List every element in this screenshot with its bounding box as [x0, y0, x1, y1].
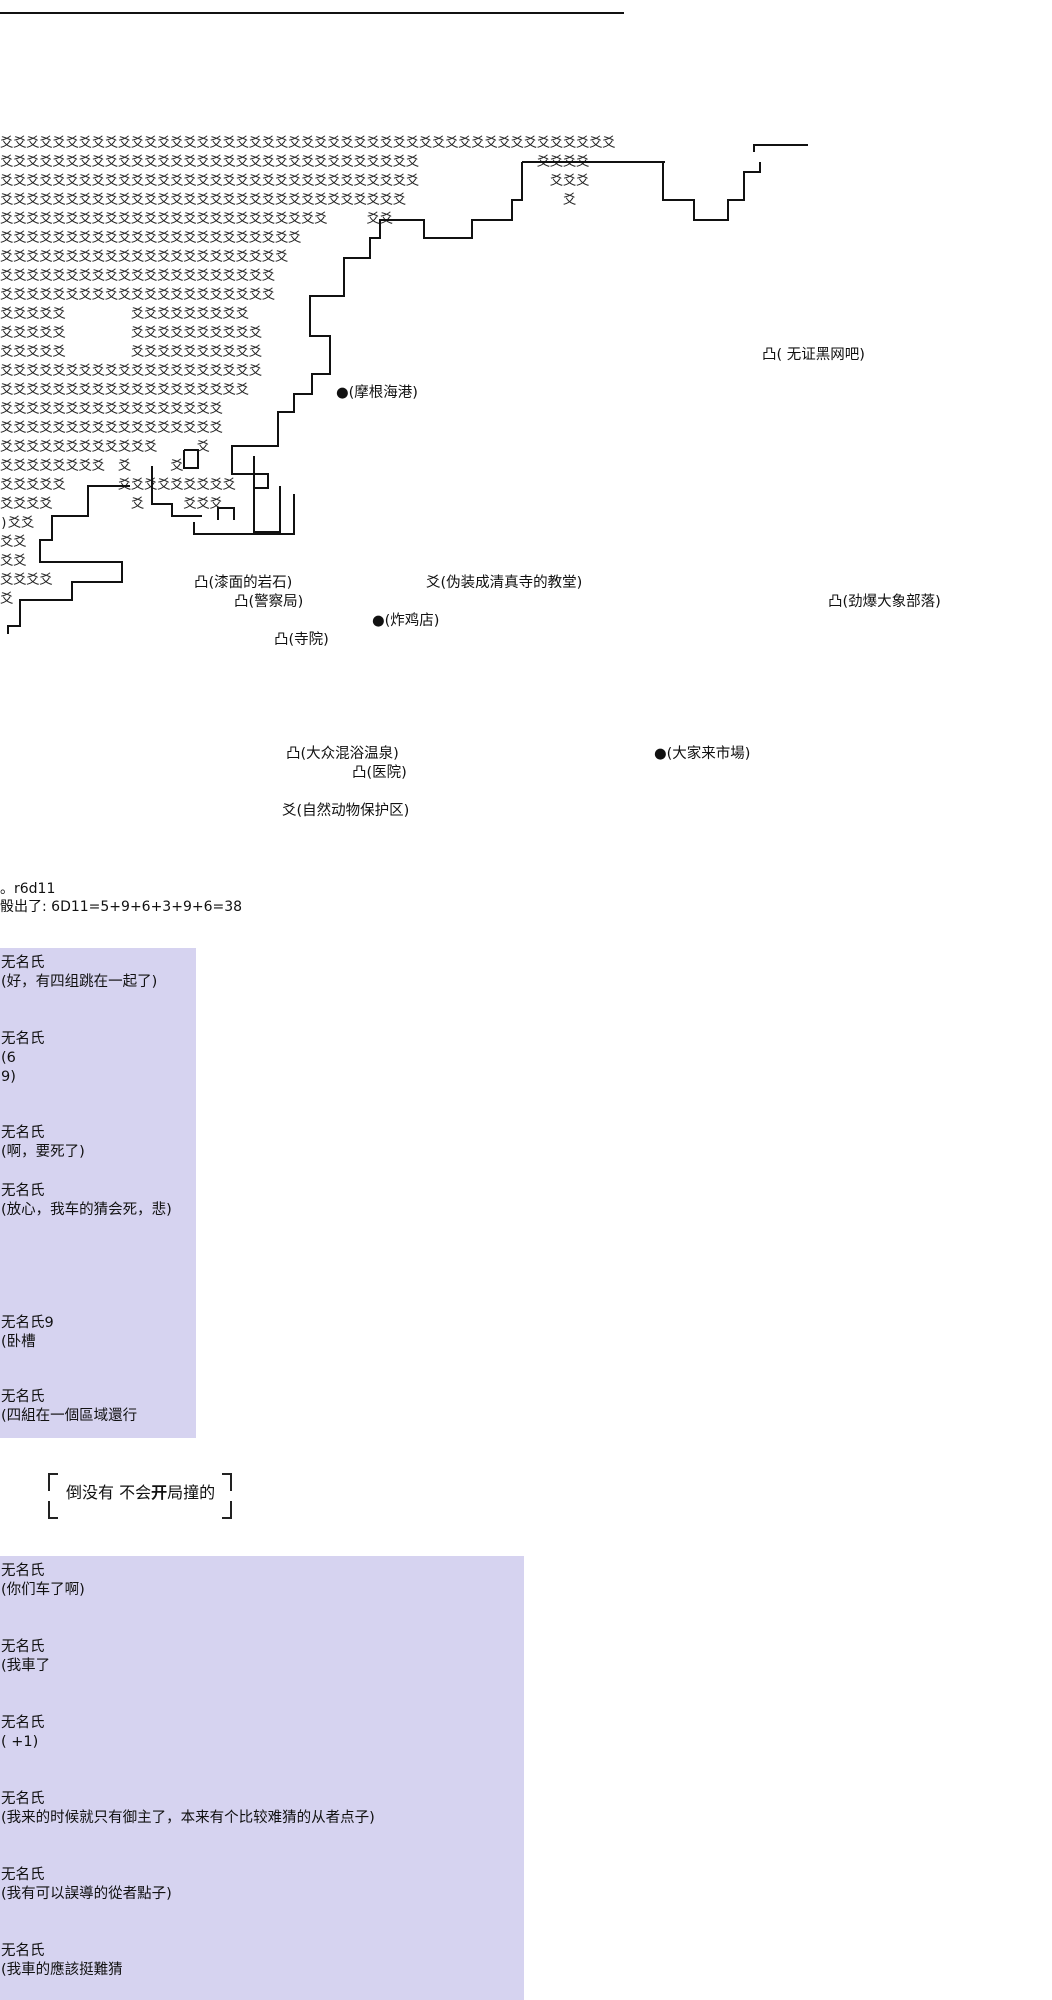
- sfx-text: 倒没有 不会开局撞的: [66, 1483, 216, 1502]
- chat-author: 无名氏: [1, 1183, 45, 1199]
- chat-text: (我車了: [1, 1658, 51, 1674]
- chat-text: (啊，要死了): [1, 1144, 85, 1160]
- chat-author: 无名氏9: [1, 1315, 54, 1331]
- chat-text: (放心，我车的猜会死，悲): [1, 1202, 172, 1218]
- chat-text: (好，有四组跳在一起了): [1, 974, 158, 990]
- label-nature-reserve: 爻(自然动物保护区): [282, 803, 410, 819]
- right-bracket: [222, 1473, 232, 1519]
- chat-message: 无名氏 (放心，我车的猜会死，悲): [1, 1182, 172, 1220]
- chat-text: (我有可以誤導的從者點子): [1, 1886, 172, 1902]
- chat-author: 无名氏: [1, 1715, 45, 1731]
- chat-author: 无名氏: [1, 1389, 45, 1405]
- map-coastline: [7, 144, 808, 634]
- chat-text: (我来的时候就只有御主了，本来有个比较难猜的从者点子): [1, 1810, 375, 1826]
- chat-text: (我車的應該挺難猜: [1, 1962, 123, 1978]
- label-lacquered-rock: 凸(漆面的岩石): [194, 575, 293, 591]
- chat-message: 无名氏 (6 9): [1, 1030, 45, 1087]
- chat-author: 无名氏: [1, 1563, 45, 1579]
- chat-message: 无名氏 (我車的應該挺難猜: [1, 1942, 123, 1980]
- chat-author: 无名氏: [1, 1639, 45, 1655]
- chat-text: (你们车了啊): [1, 1582, 85, 1598]
- chat-author: 无名氏: [1, 1867, 45, 1883]
- chat-text: (四組在一個區域還行: [1, 1408, 138, 1424]
- label-police-station: 凸(警察局): [234, 594, 304, 610]
- label-wuzheng-internet-cafe: 凸( 无证黑网吧): [762, 347, 865, 363]
- chat-message: 无名氏 (我有可以誤導的從者點子): [1, 1866, 172, 1904]
- chat-message: 无名氏 (好，有四组跳在一起了): [1, 954, 157, 992]
- chat-author: 无名氏: [1, 1791, 45, 1807]
- label-fried-chicken-shop: ●(炸鸡店): [372, 613, 440, 629]
- label-hospital: 凸(医院): [352, 765, 407, 781]
- label-elephant-tribe: 凸(劲爆大象部落): [828, 594, 941, 610]
- chat-message: 无名氏9 (卧槽: [1, 1314, 54, 1352]
- chat-message: 无名氏 (我車了: [1, 1638, 50, 1676]
- chat-author: 无名氏: [1, 1943, 45, 1959]
- label-market: ●(大家来市場): [654, 746, 751, 762]
- sfx-bracket-text: 倒没有 不会开局撞的: [48, 1473, 232, 1519]
- chat-message: 无名氏 (我来的时候就只有御主了，本来有个比较难猜的从者点子): [1, 1790, 375, 1828]
- chat-text: 9): [1, 1069, 16, 1085]
- chat-text: ( +1): [1, 1734, 39, 1750]
- chat-message: 无名氏 (你们车了啊): [1, 1562, 85, 1600]
- left-bracket: [48, 1473, 58, 1519]
- top-rule: [0, 12, 624, 14]
- chat-author: 无名氏: [1, 955, 45, 971]
- chat-text: (6: [1, 1050, 16, 1066]
- chat-message: 无名氏 (四組在一個區域還行: [1, 1388, 137, 1426]
- label-mosque-church: 爻(伪装成清真寺的教堂): [426, 575, 583, 591]
- chat-message: 无名氏 ( +1): [1, 1714, 45, 1752]
- dice-result: 骰出了: 6D11=5+9+6+3+9+6=38: [0, 899, 243, 915]
- chat-author: 无名氏: [1, 1031, 45, 1047]
- chat-author: 无名氏: [1, 1125, 45, 1141]
- label-temple: 凸(寺院): [274, 632, 329, 648]
- chat-block-2: 无名氏 (你们车了啊) 无名氏 (我車了 无名氏 ( +1) 无名氏 (我来的时…: [0, 1556, 524, 2000]
- map-ascii-art: 爻爻爻爻爻爻爻爻爻爻爻爻爻爻爻爻爻爻爻爻爻爻爻爻爻爻爻爻爻爻爻爻爻爻爻爻爻爻爻爻…: [0, 136, 616, 607]
- chat-text: (卧槽: [1, 1334, 36, 1350]
- dice-command: 。r6d11: [0, 881, 56, 897]
- label-public-hot-spring: 凸(大众混浴温泉): [286, 746, 399, 762]
- label-morgan-harbor: ●(摩根海港): [336, 385, 418, 401]
- chat-message: 无名氏 (啊，要死了): [1, 1124, 85, 1162]
- chat-block-1: 无名氏 (好，有四组跳在一起了) 无名氏 (6 9) 无名氏 (啊，要死了) 无…: [0, 948, 196, 1438]
